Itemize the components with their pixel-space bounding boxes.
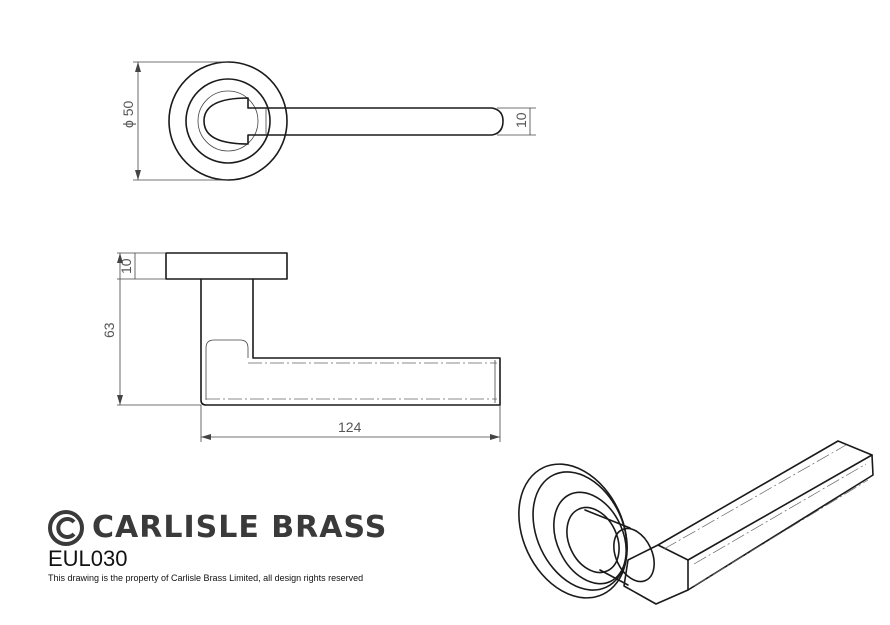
iso-neck xyxy=(613,527,655,583)
side-view: 10 63 124 xyxy=(101,252,501,442)
iso-rose-rim xyxy=(532,471,628,591)
lever-side-inner xyxy=(205,339,249,400)
iso-lever-centerline-2 xyxy=(693,463,867,565)
iso-lever-top-edge xyxy=(657,454,873,561)
top-view: ϕ 50 10 xyxy=(120,61,536,181)
product-code: EUL030 xyxy=(48,546,128,571)
rose-side xyxy=(165,252,288,280)
iso-lever-centerline-1 xyxy=(663,444,847,550)
iso-spindle-face xyxy=(566,506,620,574)
brand-name: CARLISLE BRASS xyxy=(92,510,388,545)
lever-top-outline xyxy=(203,97,504,145)
brand-block: CARLISLE BRASS xyxy=(48,510,387,546)
dim-lever-thickness-label: 10 xyxy=(513,112,529,128)
rose-spindle-circle xyxy=(197,90,259,152)
property-note: This drawing is the property of Carlisle… xyxy=(48,573,364,583)
dim-length-label: 124 xyxy=(338,419,362,435)
isometric-view xyxy=(518,440,874,605)
iso-spindle-body xyxy=(584,509,631,586)
lever-side-outline xyxy=(200,278,501,406)
dim-diameter-label: ϕ 50 xyxy=(120,100,136,128)
dim-height-label: 63 xyxy=(101,322,117,338)
carlisle-brass-logo-icon xyxy=(48,510,84,546)
iso-lever-outline xyxy=(623,440,874,605)
rose-inner-circle xyxy=(185,78,271,164)
iso-lever-centerline-3 xyxy=(693,479,869,587)
